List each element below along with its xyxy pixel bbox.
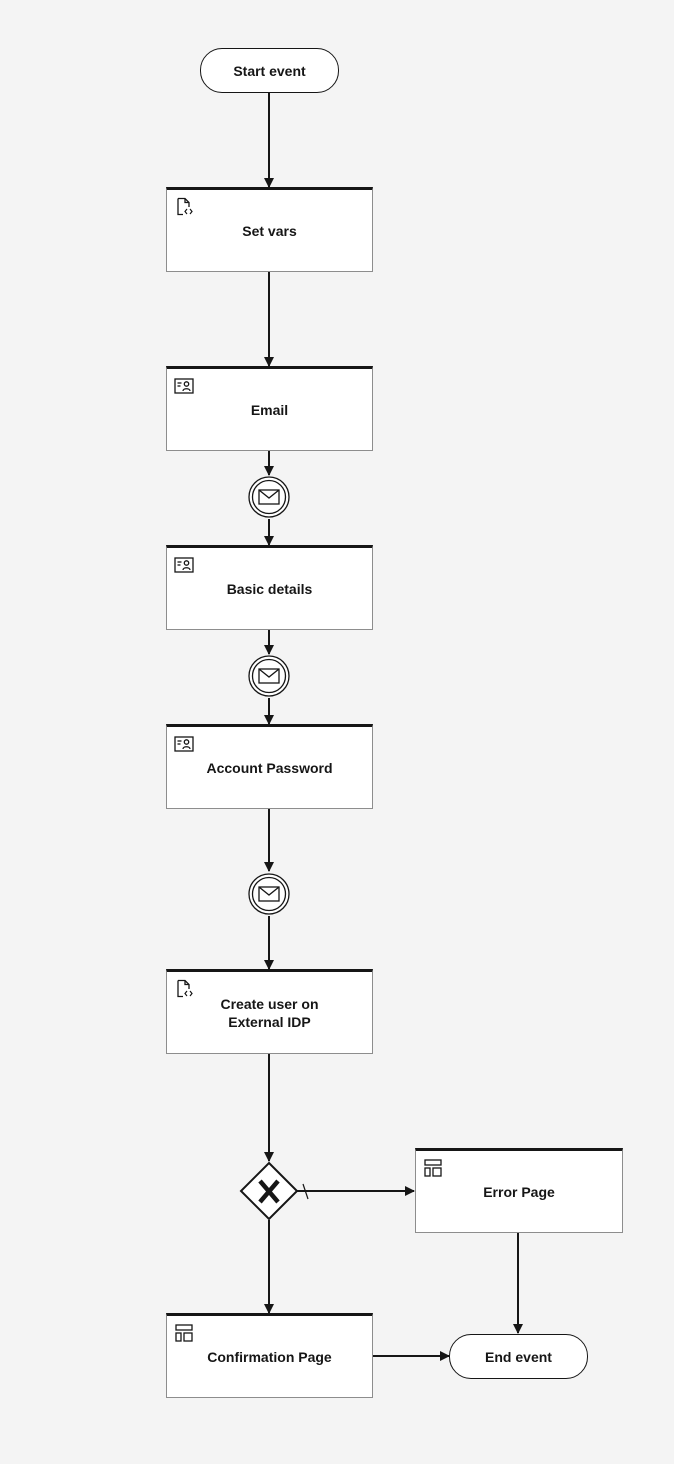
start-event-label: Start event <box>233 62 306 79</box>
user-task-icon <box>174 557 194 573</box>
envelope-icon <box>258 886 280 902</box>
task-confirmation-page[interactable]: Confirmation Page <box>166 1313 373 1398</box>
script-task-icon <box>177 979 193 998</box>
exclusive-gateway[interactable] <box>239 1161 299 1221</box>
script-task-icon <box>177 197 193 216</box>
envelope-icon <box>258 489 280 505</box>
message-event-3[interactable] <box>248 873 290 915</box>
task-confirmation-page-label: Confirmation Page <box>207 1348 332 1365</box>
task-create-user[interactable]: Create user on External IDP <box>166 969 373 1054</box>
task-create-user-label: Create user on External IDP <box>220 995 319 1030</box>
envelope-icon <box>258 668 280 684</box>
end-event[interactable]: End event <box>449 1334 588 1379</box>
task-email[interactable]: Email <box>166 366 373 451</box>
message-event-1[interactable] <box>248 476 290 518</box>
task-email-label: Email <box>250 401 289 418</box>
user-task-icon <box>174 736 194 752</box>
task-set-vars-label: Set vars <box>242 222 297 239</box>
page-task-icon <box>424 1159 442 1177</box>
message-event-2[interactable] <box>248 655 290 697</box>
task-error-page-label: Error Page <box>483 1183 555 1200</box>
x-icon <box>258 1179 280 1204</box>
task-account-password-label: Account Password <box>206 759 333 776</box>
task-account-password[interactable]: Account Password <box>166 724 373 809</box>
task-error-page[interactable]: Error Page <box>415 1148 623 1233</box>
task-basic-details-label: Basic details <box>226 580 313 597</box>
end-event-label: End event <box>485 1348 552 1365</box>
page-task-icon <box>175 1324 193 1342</box>
user-task-icon <box>174 378 194 394</box>
task-set-vars[interactable]: Set vars <box>166 187 373 272</box>
start-event[interactable]: Start event <box>200 48 339 93</box>
task-basic-details[interactable]: Basic details <box>166 545 373 630</box>
default-flow-marker <box>302 1183 309 1200</box>
